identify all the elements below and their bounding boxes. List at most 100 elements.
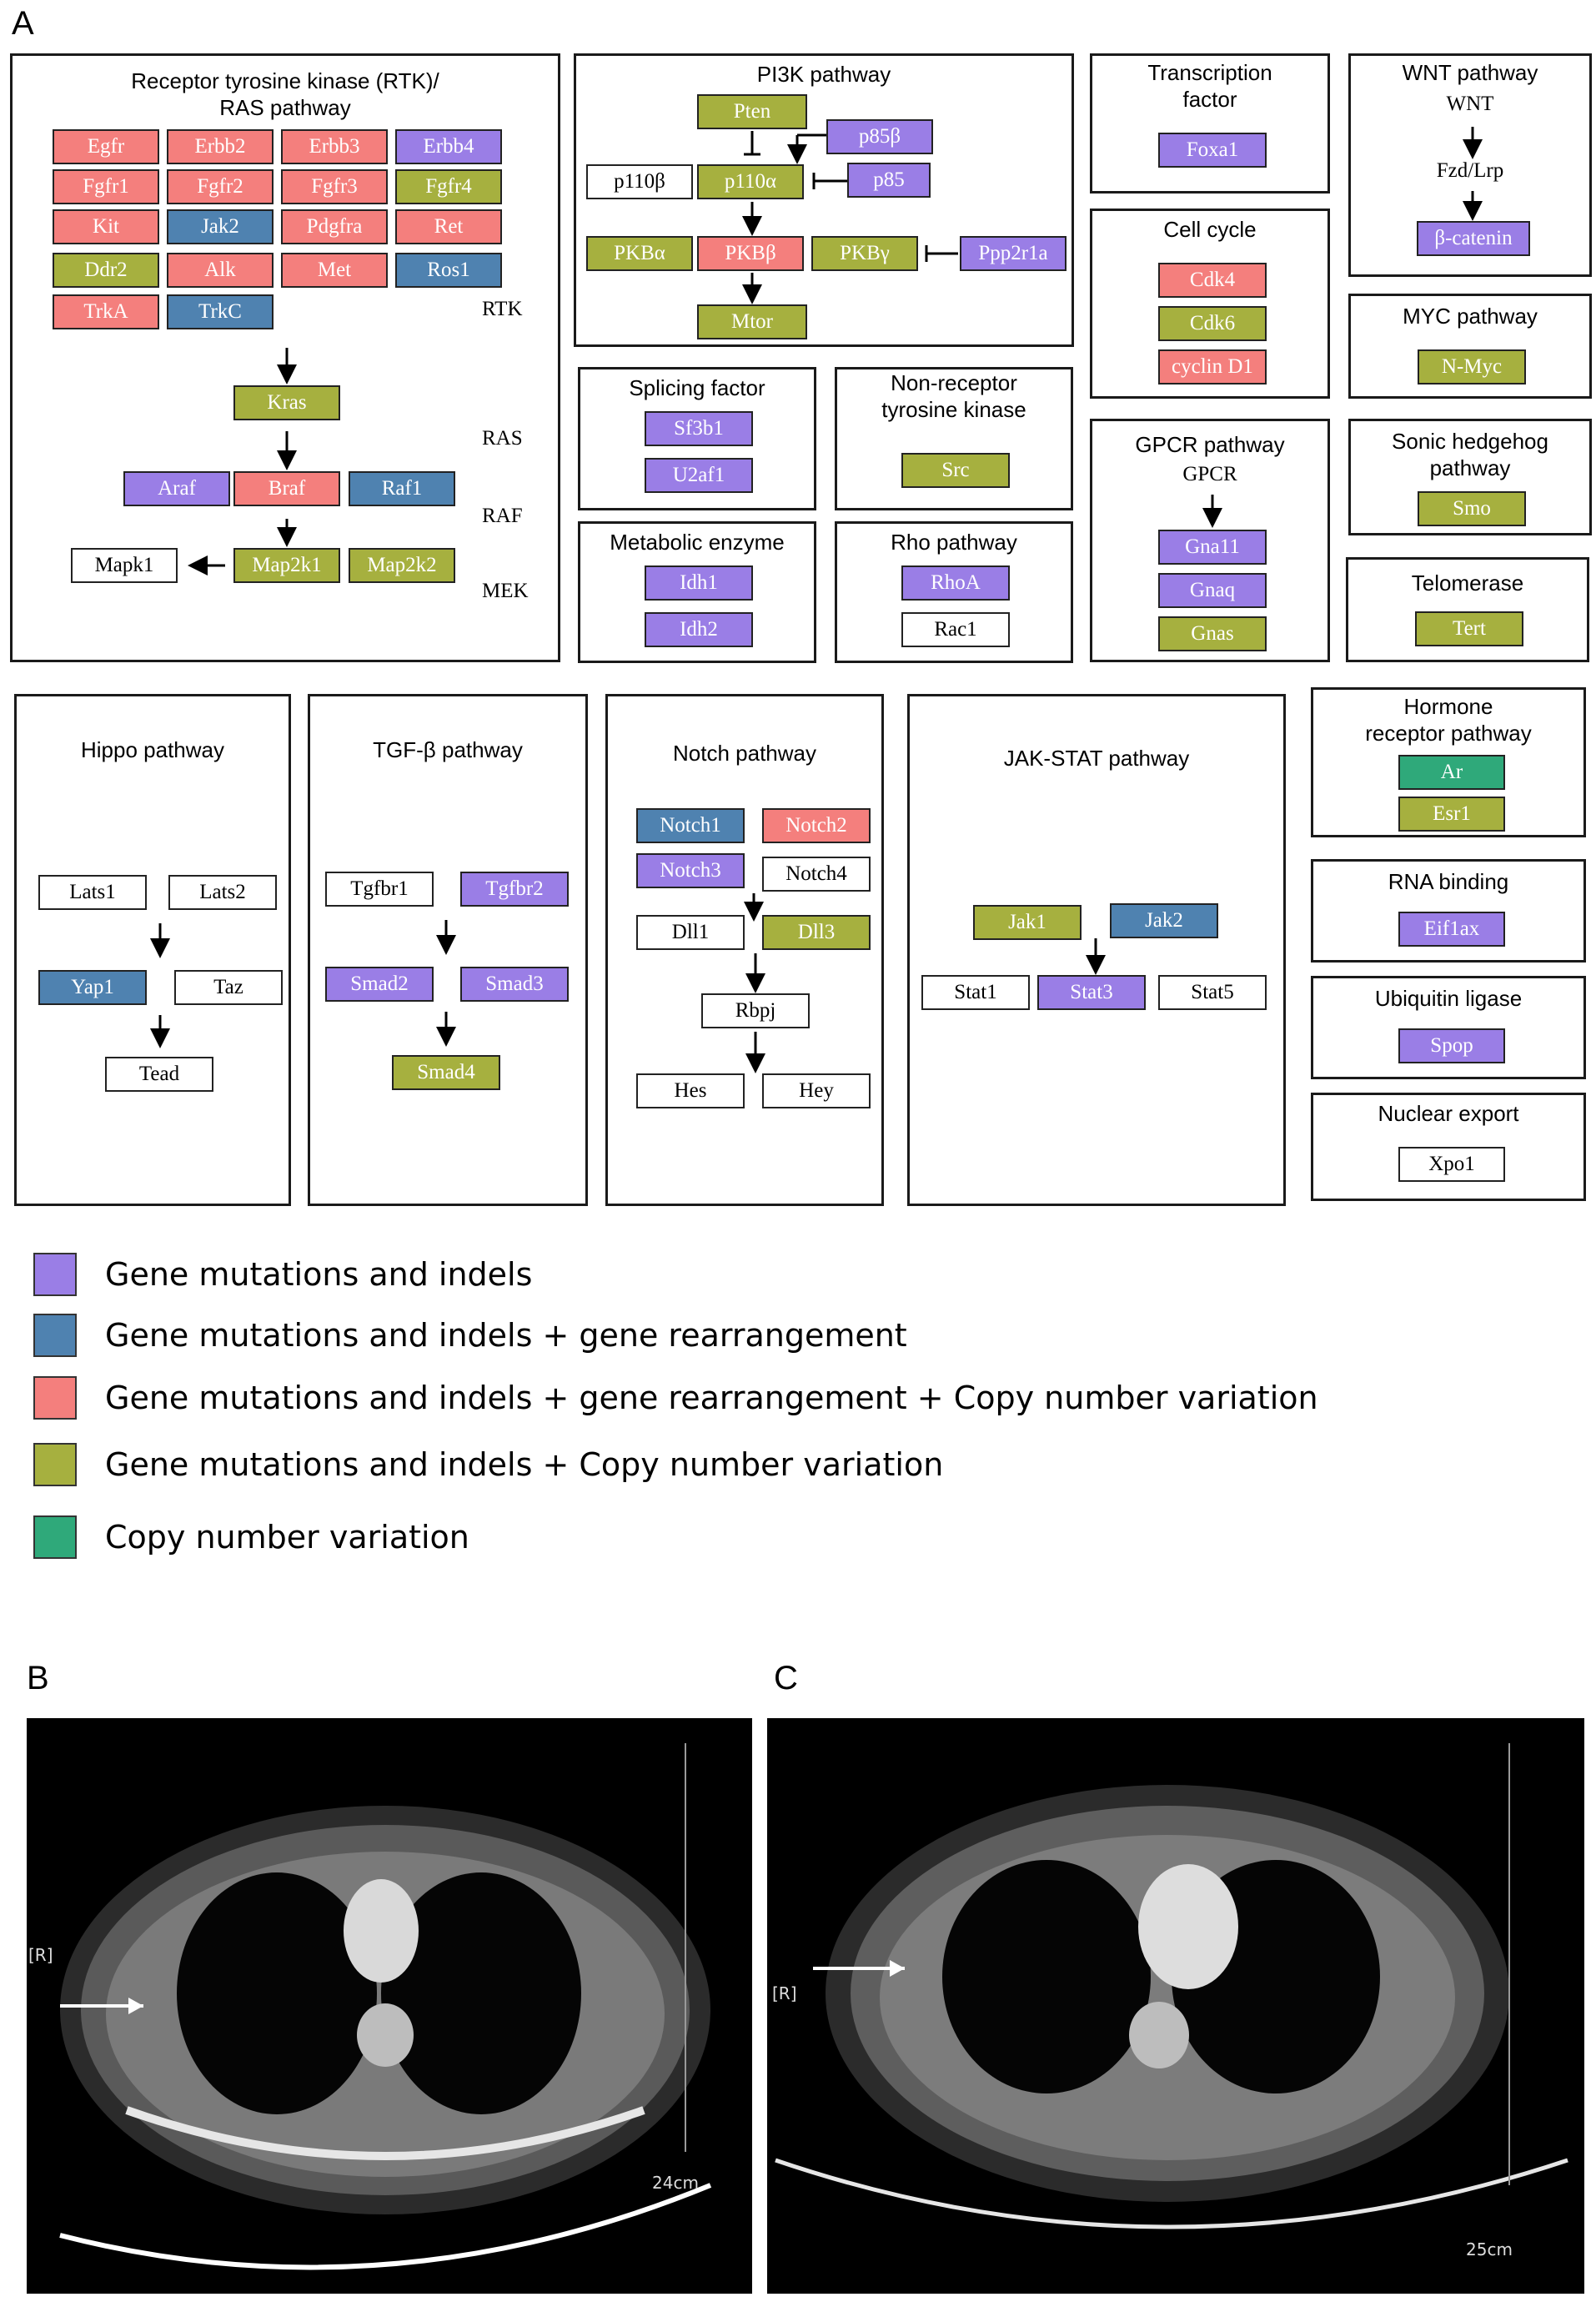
legend-label: Gene mutations and indels + Copy number … bbox=[105, 1446, 944, 1483]
wnt-label: WNT bbox=[1446, 93, 1494, 115]
transcription-factor-box: Transcription factor Foxa1 bbox=[1090, 53, 1330, 194]
legend-swatch-red bbox=[33, 1376, 77, 1420]
gene-hes: Hes bbox=[636, 1073, 745, 1108]
hippo-arrows bbox=[150, 923, 170, 1048]
gene-p110beta: p110β bbox=[586, 164, 693, 199]
panel-label-c: C bbox=[774, 1660, 798, 1696]
tgfb-arrows bbox=[436, 920, 456, 1047]
gene-tgfbr2: Tgfbr2 bbox=[460, 872, 569, 907]
gene-eif1ax: Eif1ax bbox=[1398, 912, 1505, 947]
gene-gnaq: Gnaq bbox=[1158, 573, 1267, 608]
gene-cdk6: Cdk6 bbox=[1158, 306, 1267, 341]
gene-esr1: Esr1 bbox=[1398, 797, 1505, 832]
gene-smad4: Smad4 bbox=[392, 1055, 500, 1090]
panel-label-b: B bbox=[27, 1660, 49, 1696]
legend-item: Gene mutations and indels + gene rearran… bbox=[33, 1375, 1318, 1421]
gene-smad2: Smad2 bbox=[325, 967, 434, 1002]
gene-notch4: Notch4 bbox=[762, 857, 871, 892]
rho-pathway-box: Rho pathway RhoA Rac1 bbox=[835, 521, 1073, 663]
label-ras: RAS bbox=[482, 427, 523, 450]
sonic-hedgehog-pathway-box: Sonic hedgehog pathway Smo bbox=[1348, 419, 1592, 535]
gene-tead: Tead bbox=[105, 1057, 213, 1092]
nonreceptor-title: Non-receptor tyrosine kinase bbox=[881, 370, 1026, 422]
gene-met: Met bbox=[281, 253, 388, 288]
legend-swatch-blue bbox=[33, 1314, 77, 1357]
gene-sf3b1: Sf3b1 bbox=[645, 411, 753, 446]
gene-jak2: Jak2 bbox=[167, 209, 274, 244]
gene-braf: Braf bbox=[233, 471, 340, 506]
gene-jak2-jakstat: Jak2 bbox=[1110, 903, 1218, 938]
ct-image-c bbox=[775, 1743, 1568, 2229]
telomerase-title: Telomerase bbox=[1411, 570, 1524, 596]
gene-kit: Kit bbox=[53, 209, 159, 244]
ubiquitin-ligase-box: Ubiquitin ligase Spop bbox=[1311, 976, 1586, 1079]
gene-beta-catenin: β-catenin bbox=[1417, 221, 1530, 256]
ct-c-scale-label: 25cm bbox=[1466, 2239, 1513, 2259]
rna-binding-box: RNA binding Eif1ax bbox=[1311, 859, 1586, 963]
legend-label: Copy number variation bbox=[105, 1519, 469, 1556]
rtk-ras-title: Receptor tyrosine kinase (RTK)/ RAS path… bbox=[131, 68, 439, 120]
gene-erbb3: Erbb3 bbox=[281, 129, 388, 164]
gene-ros1: Ros1 bbox=[395, 253, 502, 288]
legend-item: Copy number variation bbox=[33, 1514, 469, 1561]
gene-idh2: Idh2 bbox=[645, 612, 753, 647]
gene-araf: Araf bbox=[123, 471, 230, 506]
legend-swatch-green bbox=[33, 1515, 77, 1559]
label-raf: RAF bbox=[482, 505, 523, 527]
gpcr-pathway-box: GPCR pathway GPCR Gna11 Gnaq Gnas bbox=[1090, 419, 1330, 662]
gpcr-label: GPCR bbox=[1182, 463, 1237, 485]
metabolic-title: Metabolic enzyme bbox=[610, 530, 785, 555]
ubiquitin-title: Ubiquitin ligase bbox=[1374, 986, 1523, 1011]
gene-kras: Kras bbox=[233, 385, 340, 420]
gene-cdk4: Cdk4 bbox=[1158, 263, 1267, 298]
gene-raf1: Raf1 bbox=[349, 471, 455, 506]
ct-image-b bbox=[59, 1743, 712, 2270]
non-receptor-tyrosine-kinase-box: Non-receptor tyrosine kinase Src bbox=[835, 367, 1073, 510]
gene-stat3: Stat3 bbox=[1037, 975, 1146, 1010]
gene-ppp2r1a: Ppp2r1a bbox=[960, 236, 1067, 271]
gene-gnas: Gnas bbox=[1158, 616, 1267, 651]
gene-cyclin-d1: cyclin D1 bbox=[1158, 349, 1267, 385]
pi3k-title: PI3K pathway bbox=[756, 62, 891, 87]
gene-map2k1: Map2k1 bbox=[233, 548, 340, 583]
myc-title: MYC pathway bbox=[1403, 304, 1538, 329]
gene-spop: Spop bbox=[1398, 1028, 1505, 1063]
gene-p85: p85 bbox=[847, 163, 931, 198]
hippo-title: Hippo pathway bbox=[81, 737, 224, 762]
splicing-factor-box: Splicing factor Sf3b1 U2af1 bbox=[578, 367, 816, 510]
metabolic-enzyme-box: Metabolic enzyme Idh1 Idh2 bbox=[578, 521, 816, 663]
gpcr-title: GPCR pathway bbox=[1135, 432, 1285, 457]
gene-mapk1: Mapk1 bbox=[71, 548, 178, 583]
jak-stat-pathway-box: JAK-STAT pathway Jak1 Jak2 Stat1 Stat3 S… bbox=[907, 694, 1286, 1206]
gene-idh1: Idh1 bbox=[645, 565, 753, 601]
gene-fgfr3: Fgfr3 bbox=[281, 169, 388, 204]
gene-tert: Tert bbox=[1415, 611, 1523, 646]
tgfb-title: TGF-β pathway bbox=[373, 737, 523, 762]
gene-notch2: Notch2 bbox=[762, 808, 871, 843]
ct-c-side-marker: [R] bbox=[772, 1983, 797, 2003]
gene-notch3: Notch3 bbox=[636, 853, 745, 888]
gene-dll1: Dll1 bbox=[636, 915, 745, 950]
rho-title: Rho pathway bbox=[891, 530, 1017, 555]
gene-map2k2: Map2k2 bbox=[349, 548, 455, 583]
ct-b-scale-label: 24cm bbox=[652, 2173, 699, 2193]
shh-title: Sonic hedgehog pathway bbox=[1392, 429, 1548, 480]
label-mek: MEK bbox=[482, 580, 529, 602]
gene-ddr2: Ddr2 bbox=[53, 253, 159, 288]
gene-fgfr1: Fgfr1 bbox=[53, 169, 159, 204]
gene-smad3: Smad3 bbox=[460, 967, 569, 1002]
legend-label: Gene mutations and indels bbox=[105, 1256, 533, 1293]
gene-yap1: Yap1 bbox=[38, 970, 147, 1005]
legend-item: Gene mutations and indels bbox=[33, 1251, 532, 1298]
gene-gna11: Gna11 bbox=[1158, 530, 1267, 565]
cellcycle-title: Cell cycle bbox=[1163, 217, 1257, 242]
panel-label-a: A bbox=[12, 5, 34, 42]
legend-swatch-purple bbox=[33, 1253, 77, 1296]
ct-b-side-marker: [R] bbox=[28, 1945, 53, 1965]
myc-pathway-box: MYC pathway N-Myc bbox=[1348, 294, 1592, 399]
gene-egfr: Egfr bbox=[53, 129, 159, 164]
telomerase-box: Telomerase Tert bbox=[1346, 557, 1589, 662]
gene-erbb4: Erbb4 bbox=[395, 129, 502, 164]
ct-scan-c: [R] 25cm bbox=[767, 1718, 1584, 2294]
gene-pten: Pten bbox=[697, 94, 807, 129]
